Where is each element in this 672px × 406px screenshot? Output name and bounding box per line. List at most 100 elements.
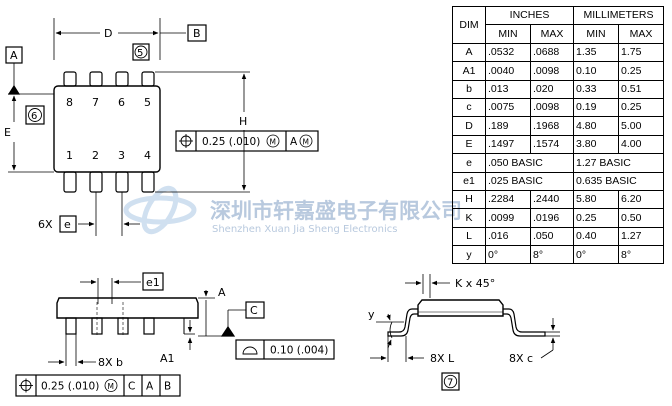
header-inches: INCHES [485, 5, 574, 26]
lead-2 [89, 171, 103, 193]
side-lead-4 [143, 317, 155, 335]
side-view [15, 272, 335, 397]
sub-mm-min: MIN [573, 24, 619, 44]
cell-mm-min: 4.80 [573, 116, 619, 136]
side-view-labels: e1 A C 8X b A1 0.10 (.004) 0.25 (.010) M… [41, 276, 328, 393]
pos-tol-mmc: M [270, 138, 276, 147]
cell-mm-max: 0.51 [618, 79, 664, 99]
lead-width-label: 8X b [98, 356, 123, 369]
c-label: 8X c [509, 352, 533, 365]
header-millimeters: MILLIMETERS [573, 5, 664, 26]
end-lead-left [387, 308, 418, 337]
note-6-circle [28, 108, 42, 122]
pos-tol-value: 0.25 (.010) [202, 136, 260, 148]
note-6-box [25, 105, 45, 125]
cell-mm-min: 0.40 [573, 226, 619, 247]
row-dim: E [452, 134, 486, 155]
cell-mm-min: 0° [573, 245, 619, 265]
row-dim: K [452, 208, 486, 228]
note-5-circle [134, 45, 148, 59]
row-dim: c [452, 97, 486, 118]
lead-7 [89, 71, 103, 87]
watermark-logo-icon [123, 185, 197, 235]
lead-3 [115, 171, 129, 193]
table-body: A .0532 .0688 1.35 1.75 A1 .0040 .0098 0… [452, 42, 664, 265]
package-body-end [417, 299, 504, 317]
cell-mm-max: 1.27 [618, 226, 664, 247]
pin-4-label: 4 [144, 149, 151, 162]
bottom-tol-value: 0.25 (.010) [41, 381, 99, 393]
lead-4 [141, 171, 155, 193]
side-lead-3 [117, 317, 129, 335]
sub-mm-max: MAX [618, 24, 664, 44]
cell-mm-min: 3.80 [573, 134, 619, 155]
cell-mm-max: 1.75 [618, 42, 664, 63]
cell-mm-max: 5.00 [618, 116, 664, 136]
cell-in-basic: .025 BASIC [485, 171, 574, 191]
dim-e-label: E [4, 126, 11, 139]
row-dim: A1 [452, 61, 486, 81]
pitch-e-label: e [64, 218, 71, 231]
datum-c-triangle [220, 325, 236, 337]
cell-mm-max: 8° [618, 245, 664, 265]
cell-in-max: .0098 [530, 61, 574, 81]
cell-in-min: .0075 [485, 97, 531, 118]
a1-label: A1 [160, 352, 175, 365]
table-row: E .1497 .1574 3.80 4.00 [452, 134, 664, 155]
watermark: 深圳市轩嘉盛电子有限公司 Shenzhen Xuan Jia Sheng Ele… [123, 185, 462, 235]
flatness-profile-icon [242, 346, 258, 355]
pos-tol-datum-mmc: M [303, 138, 309, 147]
row-dim: A [452, 42, 486, 63]
table-row: A .0532 .0688 1.35 1.75 [452, 42, 664, 63]
datum-mmc-circle-icon [299, 134, 313, 148]
top-view-labels: D B 5 A 6 E H 8 7 6 5 1 2 3 4 0.25 (.010… [4, 27, 309, 231]
bottom-datum-a: A [146, 381, 154, 393]
bottom-tol-frame [15, 374, 181, 397]
cell-in-min: .0040 [485, 61, 531, 81]
cell-in-basic: .050 BASIC [485, 153, 574, 173]
pin-3-label: 3 [118, 149, 125, 162]
cell-in-min: .013 [485, 79, 531, 99]
watermark-cn: 深圳市轩嘉盛电子有限公司 [210, 199, 462, 223]
e1-box [142, 272, 164, 291]
table-row: A1 .0040 .0098 0.10 0.25 [452, 61, 664, 81]
cell-in-max: .050 [530, 226, 574, 247]
side-lead-2 [91, 317, 103, 335]
datum-a-label: A [10, 49, 18, 62]
row-dim: L [452, 226, 486, 247]
table-row: y 0° 8° 0° 8° [452, 245, 664, 265]
flatness-value: 0.10 (.004) [270, 345, 328, 357]
table-header-row: DIM INCHES MILLIMETERS [452, 5, 664, 44]
datum-b-label: B [193, 27, 201, 40]
pitch-e-box [59, 215, 77, 233]
lead-5 [141, 71, 155, 87]
y-arrow-top [386, 313, 391, 321]
pin-1-label: 1 [66, 149, 73, 162]
table-row: e .050 BASIC 1.27 BASIC [452, 153, 664, 173]
cell-in-min: .189 [485, 116, 531, 136]
note-5-label: 5 [137, 48, 143, 59]
cell-in-max: .0688 [530, 42, 574, 63]
cell-mm-max: 6.20 [618, 189, 664, 210]
table-row: D .189 .1968 4.80 5.00 [452, 116, 664, 136]
pitch-count-label: 6X [38, 218, 53, 231]
watermark-en: Shenzhen Xuan Jia Sheng Electronics [212, 224, 398, 235]
cell-in-min: .016 [485, 226, 531, 247]
sub-in-max: MAX [530, 24, 574, 44]
cell-mm-min: 0.10 [573, 61, 619, 81]
datum-a-triangle [7, 84, 21, 95]
lead-6 [115, 71, 129, 87]
cell-in-max: 8° [530, 245, 574, 265]
end-view [370, 274, 560, 391]
package-body-side [56, 297, 199, 319]
pin-7-label: 7 [92, 96, 99, 109]
note-7-label: 7 [447, 378, 453, 389]
table-row: L .016 .050 0.40 1.27 [452, 226, 664, 247]
lead-1 [63, 171, 77, 193]
sub-in-min: MIN [485, 24, 531, 44]
cell-mm-max: 0.50 [618, 208, 664, 228]
cell-mm-min: 0.25 [573, 208, 619, 228]
table-row: H .2284 .2440 5.80 6.20 [452, 189, 664, 210]
